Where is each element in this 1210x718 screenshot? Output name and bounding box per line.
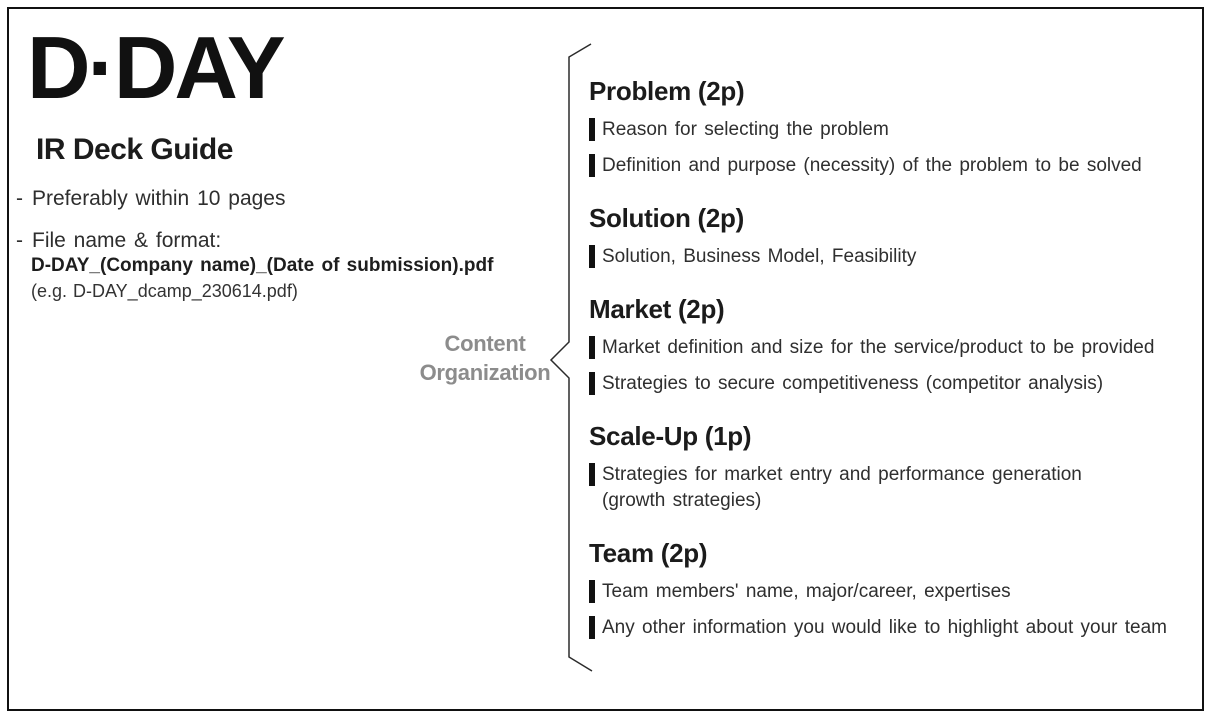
content-organization-list: Problem (2p) Reason for selecting the pr… — [589, 76, 1203, 641]
bullet-bar-icon — [589, 118, 595, 141]
section-solution: Solution (2p) Solution, Business Model, … — [589, 203, 1203, 270]
dday-logo: D·DAY — [27, 18, 286, 117]
list-item-text: Any other information you would like to … — [602, 617, 1167, 638]
list-item: Solution, Business Model, Feasibility — [589, 244, 1203, 270]
filename-example: (e.g. D-DAY_dcamp_230614.pdf) — [31, 281, 298, 301]
bullet-bar-icon — [589, 580, 595, 603]
list-item: Reason for selecting the problem — [589, 117, 1203, 143]
list-item-text: Team members' name, major/career, expert… — [602, 581, 1011, 602]
filename-format: D-DAY_(Company name)_(Date of submission… — [31, 255, 494, 276]
list-item: Team members' name, major/career, expert… — [589, 579, 1203, 605]
section-market-title: Market (2p) — [589, 294, 725, 324]
content-organization-line2: Organization — [419, 360, 551, 385]
bullet-bar-icon — [589, 245, 595, 268]
bullet-bar-icon — [589, 154, 595, 177]
list-item: Any other information you would like to … — [589, 615, 1203, 641]
dash-bullet: - — [16, 229, 23, 252]
bullet-bar-icon — [589, 463, 595, 486]
section-team-title: Team (2p) — [589, 538, 708, 568]
section-problem-title: Problem (2p) — [589, 76, 745, 106]
list-item-text: Reason for selecting the problem — [602, 119, 889, 140]
page-title: IR Deck Guide — [36, 133, 233, 166]
note-filename-text: File name & format: — [32, 229, 222, 252]
section-solution-title: Solution (2p) — [589, 203, 744, 233]
list-item-text: Solution, Business Model, Feasibility — [602, 246, 917, 267]
content-organization-line1: Content — [444, 331, 526, 356]
bullet-bar-icon — [589, 372, 595, 395]
section-scale-up: Scale-Up (1p) Strategies for market entr… — [589, 421, 1203, 514]
content-organization-label: Content Organization — [400, 329, 570, 387]
note-pages-text: Preferably within 10 pages — [32, 187, 286, 210]
list-item: Market definition and size for the servi… — [589, 335, 1203, 361]
section-team: Team (2p) Team members' name, major/care… — [589, 538, 1203, 641]
list-item: Definition and purpose (necessity) of th… — [589, 153, 1203, 179]
list-item-text: Market definition and size for the servi… — [602, 337, 1155, 358]
list-item: Strategies for market entry and performa… — [589, 462, 1203, 514]
section-problem: Problem (2p) Reason for selecting the pr… — [589, 76, 1203, 179]
section-scale-up-title: Scale-Up (1p) — [589, 421, 752, 451]
note-pages: - Preferably within 10 pages — [16, 187, 285, 211]
note-filename: - File name & format: — [16, 229, 221, 253]
list-item: Strategies to secure competitiveness (co… — [589, 371, 1203, 397]
bullet-bar-icon — [589, 616, 595, 639]
list-item-text: Definition and purpose (necessity) of th… — [602, 155, 1142, 176]
dash-bullet: - — [16, 187, 23, 210]
section-market: Market (2p) Market definition and size f… — [589, 294, 1203, 397]
list-item-text: Strategies to secure competitiveness (co… — [602, 373, 1104, 394]
list-item-text: Strategies for market entry and performa… — [602, 464, 1082, 511]
bullet-bar-icon — [589, 336, 595, 359]
